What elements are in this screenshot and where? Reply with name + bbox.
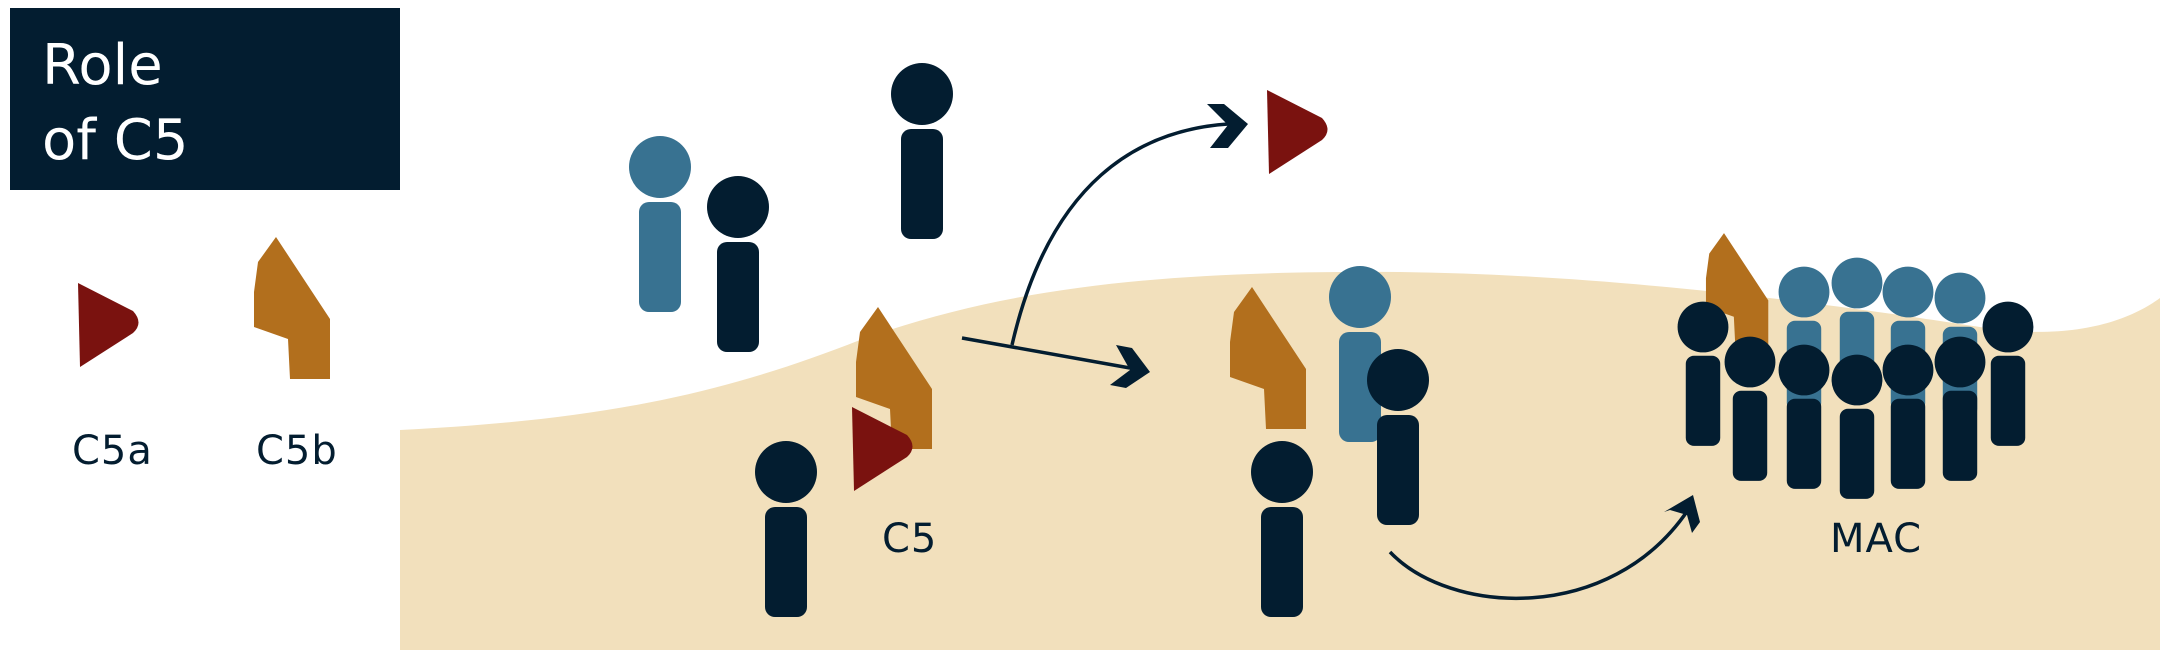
c5a-legend-icon: [78, 283, 139, 367]
c5a-legend-label: C5a: [72, 428, 153, 474]
title-line-2: of C5: [42, 108, 189, 173]
title-line-1: Role: [42, 33, 163, 98]
arrow-head-up: [1207, 104, 1248, 148]
cleavage-arrow: [961, 336, 1131, 370]
release-arrow: [1010, 122, 1229, 346]
receptor: [891, 63, 953, 239]
arrow-head-right: [1110, 345, 1150, 388]
receptor: [629, 136, 691, 312]
c5-label: C5: [882, 516, 938, 562]
title-box: Role of C5: [10, 8, 400, 190]
receptor: [707, 176, 769, 352]
mac-label: MAC: [1830, 516, 1923, 562]
c5b-legend-icon: [254, 237, 330, 379]
arrow-head-mac: [1664, 495, 1700, 533]
assembly-arrow: [1388, 509, 1690, 601]
released-c5a: [1267, 90, 1328, 174]
c5b-legend-label: C5b: [256, 428, 338, 474]
